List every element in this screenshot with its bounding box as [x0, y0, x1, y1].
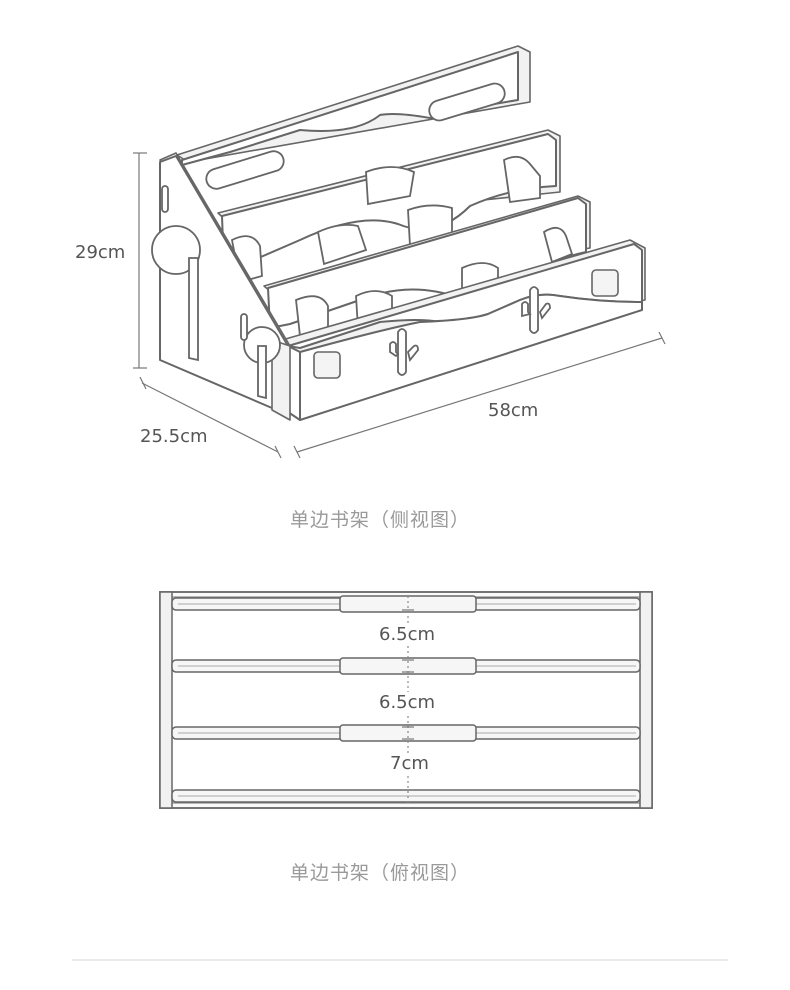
gap-label-2: 6.5cm — [377, 692, 438, 713]
shelf-bar-4 — [171, 789, 641, 803]
left-side-panel — [151, 152, 291, 421]
gap-label-1: 6.5cm — [377, 624, 438, 645]
side-view-drawing — [133, 45, 666, 459]
left-end-cap — [159, 591, 173, 809]
front-panel — [281, 239, 646, 421]
right-end-cap — [639, 591, 653, 809]
side-view-caption: 单边书架（侧视图） — [290, 509, 471, 531]
height-label: 29cm — [75, 242, 126, 263]
back-panel — [176, 45, 531, 190]
gap-label-3: 7cm — [388, 753, 431, 774]
top-view-caption: 单边书架（俯视图） — [290, 862, 471, 884]
height-dimension-line — [133, 152, 147, 369]
width-dimension-line — [293, 331, 666, 459]
width-label: 58cm — [488, 400, 539, 421]
depth-label: 25.5cm — [140, 426, 208, 447]
depth-dimension-line — [139, 376, 282, 459]
